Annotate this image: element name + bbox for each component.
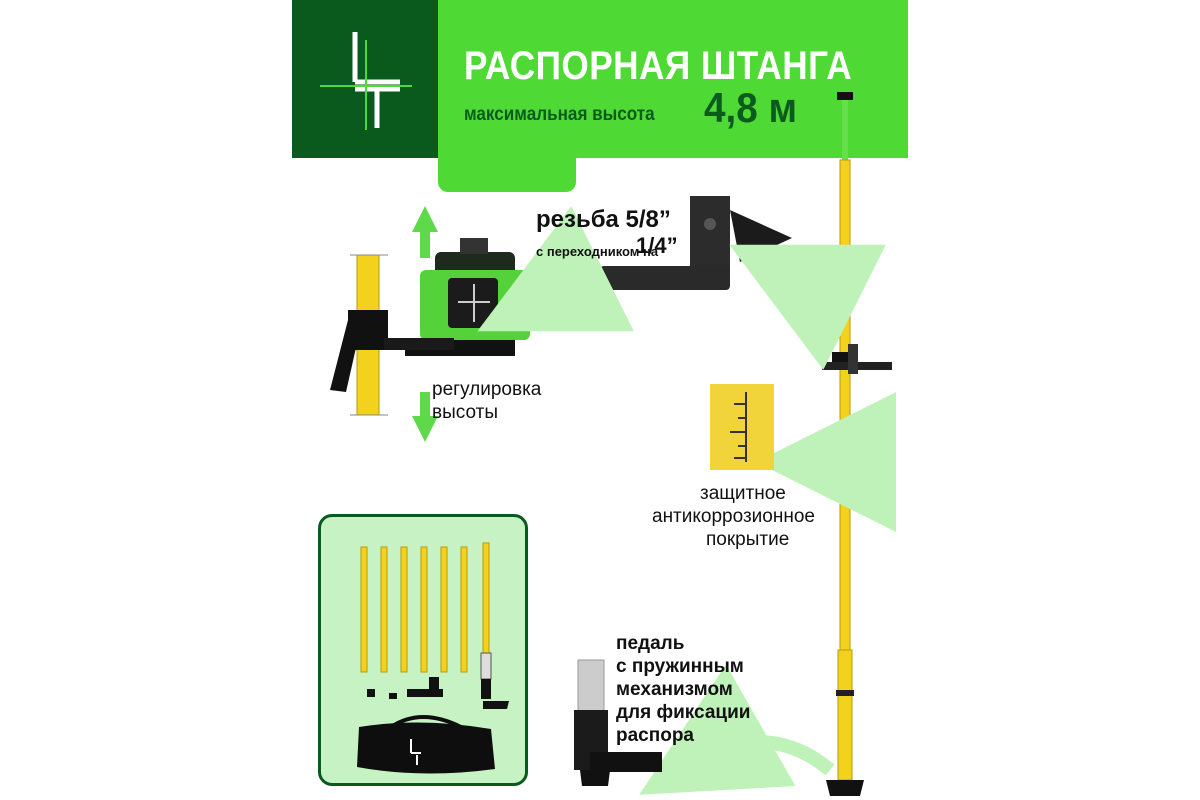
title-tab [438, 150, 576, 192]
thread-size-label: резьба 5/8” [536, 206, 671, 233]
coating-label-3: покрытие [706, 529, 790, 550]
curved-arrow-icon [477, 206, 896, 795]
height-adjust-label-1: регулировка [432, 379, 542, 400]
clamp-on-pole [330, 254, 454, 416]
page-title: РАСПОРНАЯ ШТАНГА [464, 44, 853, 88]
logo-panel [292, 0, 440, 158]
adapter-size-label: 1/4” [636, 233, 678, 258]
coating-closeup [710, 384, 774, 470]
pedal-label-1: педаль [616, 633, 685, 654]
pedal-label-5: распора [616, 725, 694, 746]
max-height-label: максимальная высота [464, 104, 655, 125]
title-panel [438, 0, 908, 158]
kit-contents-panel [318, 514, 528, 786]
pedal-label-4: для фиксации [616, 702, 751, 723]
kit-contents-illustration [357, 542, 509, 774]
pole-segments [360, 542, 490, 673]
coating-label-2: антикоррозионное [652, 506, 815, 527]
telescopic-pole [826, 92, 864, 796]
pedal-label-3: механизмом [616, 679, 733, 700]
max-height-value: 4,8 м [704, 84, 798, 131]
pedal-closeup [574, 659, 662, 786]
adapter-prefix-label: с переходником на [536, 244, 659, 259]
lt-cross-logo-icon [320, 32, 412, 130]
height-adjust-label-2: высоты [432, 402, 498, 423]
vertical-adjust-arrows-icon [412, 206, 438, 442]
pole-bracket [822, 344, 892, 374]
pedal-label-2: с пружинным [616, 656, 744, 677]
coating-label-1: защитное [700, 483, 786, 504]
